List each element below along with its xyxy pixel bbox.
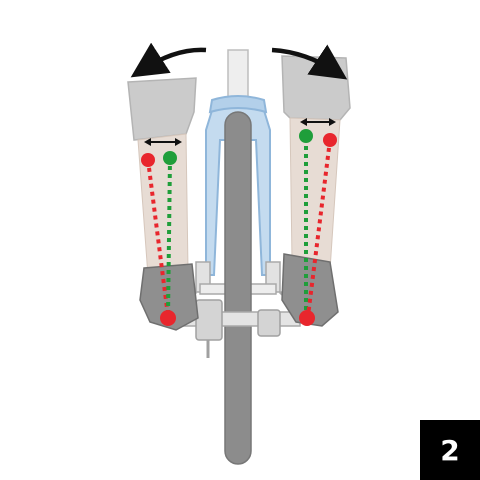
front-tire bbox=[224, 111, 252, 465]
left-red-alignment-line bbox=[146, 159, 170, 317]
right-leg bbox=[281, 55, 351, 327]
crank-arm-left bbox=[195, 299, 223, 341]
left-rotation-arrow-icon bbox=[130, 42, 207, 78]
right-thigh-pants bbox=[281, 55, 351, 121]
left-red-knee-dot bbox=[141, 153, 155, 167]
left-leg bbox=[127, 77, 199, 331]
crank-arm-right bbox=[257, 309, 281, 337]
fork-crown bbox=[208, 95, 268, 114]
step-number-badge: 2 bbox=[420, 420, 480, 480]
left-thigh-pants bbox=[127, 77, 197, 141]
right-knee-shift-arrow-icon bbox=[300, 118, 336, 126]
right-foot-dot bbox=[299, 310, 315, 326]
left-foot-dot bbox=[160, 310, 176, 326]
right-green-knee-dot bbox=[299, 129, 313, 143]
left-green-knee-dot bbox=[163, 151, 177, 165]
right-red-alignment-line bbox=[306, 139, 332, 317]
right-shoe bbox=[281, 253, 339, 327]
right-red-knee-dot bbox=[323, 133, 337, 147]
left-knee-shift-arrow-icon bbox=[144, 138, 182, 146]
left-green-alignment-line bbox=[166, 157, 172, 317]
right-rotation-arrow-icon bbox=[271, 44, 348, 80]
